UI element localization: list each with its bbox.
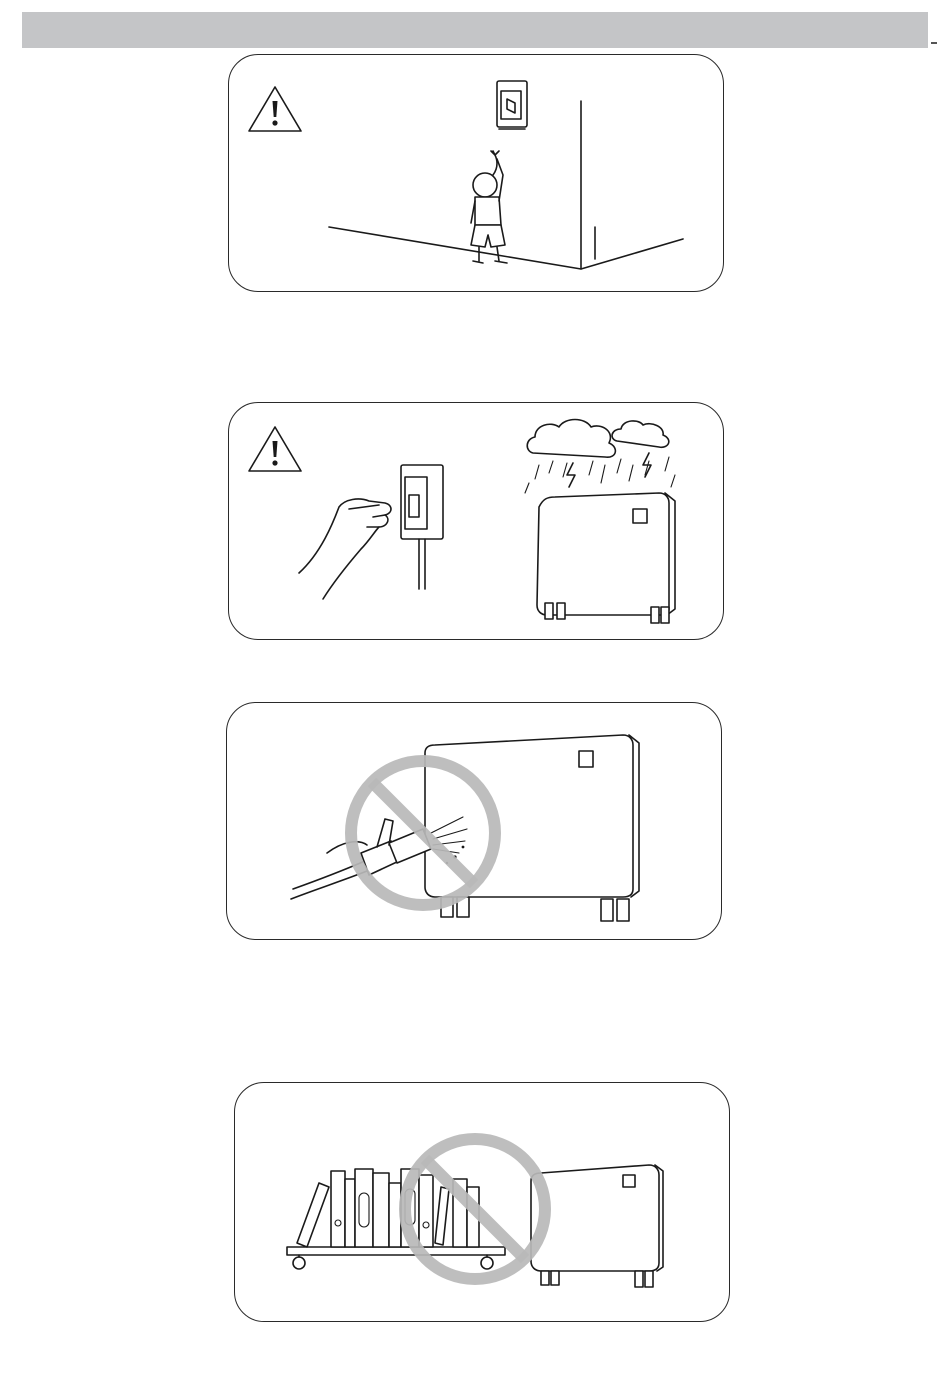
panel-child-breaker-warning <box>228 54 724 292</box>
heat-pump-unit-icon <box>537 493 675 623</box>
lightning-icon <box>567 453 651 487</box>
circuit-breaker-icon <box>497 81 527 129</box>
child-figure-icon <box>471 151 507 263</box>
heat-pump-unit-icon <box>531 1165 663 1287</box>
circuit-breaker-icon <box>401 465 443 589</box>
rain-streaks <box>525 457 675 493</box>
panel-no-water-spray <box>226 702 722 940</box>
hand-icon <box>299 499 391 599</box>
warning-icon <box>249 87 301 131</box>
warning-icon <box>249 427 301 471</box>
header-bar <box>22 12 928 48</box>
header-tick-mark <box>931 42 937 44</box>
panel-switch-off-in-storm <box>228 402 724 640</box>
panel-no-obstructions <box>234 1082 730 1322</box>
bookshelf-icon <box>287 1169 505 1269</box>
storm-cloud-icon <box>527 420 669 458</box>
